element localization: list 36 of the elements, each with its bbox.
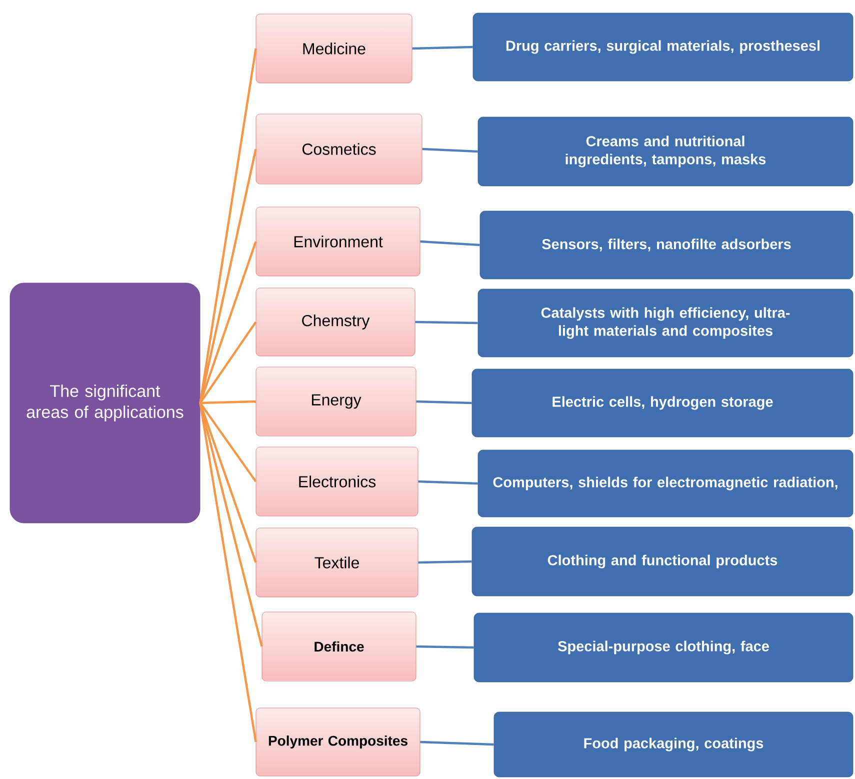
connector-line xyxy=(200,400,256,404)
connector-line xyxy=(420,240,480,246)
category-box: Energy xyxy=(256,366,416,436)
connector-line xyxy=(416,400,472,404)
connector-line xyxy=(422,148,478,153)
application-box: Catalysts with high efficiency, ultra-light materials and composites xyxy=(478,288,854,358)
connector-line xyxy=(199,321,257,404)
application-box: Sensors, filters, nanofilte adsorbers xyxy=(480,210,854,280)
connector-line xyxy=(416,645,474,649)
application-box: Drug carriers, surgical materials, prosthesesl xyxy=(472,12,854,82)
application-box: Electric cells, hydrogen storage xyxy=(472,368,854,438)
connector-line xyxy=(412,46,473,50)
connector-line xyxy=(199,402,257,482)
application-box: Special-purpose clothing, face xyxy=(474,612,854,682)
category-box: Chemstry xyxy=(256,288,416,356)
application-box: Computers, shields for electromagnetic radiation, xyxy=(478,450,854,518)
category-box: Polymer Composites xyxy=(256,708,420,776)
connector-line xyxy=(418,480,478,485)
connector-line xyxy=(420,740,494,746)
connector-line xyxy=(199,402,257,563)
connector-line xyxy=(199,402,263,647)
category-box: Textile xyxy=(256,528,418,598)
application-box: Food packaging, coatings xyxy=(494,712,854,778)
application-box: Clothing and functional products xyxy=(472,526,854,596)
category-box: Cosmetics xyxy=(256,114,422,184)
connector-line xyxy=(199,402,257,742)
category-box: Electronics xyxy=(256,446,418,516)
category-box: Defince xyxy=(262,612,416,682)
application-box: Creams and nutritional ingredients, tampons, masks xyxy=(478,116,854,186)
topic-box: The significant areas of applications xyxy=(10,282,200,524)
connector-line xyxy=(199,148,257,404)
category-box: Environment xyxy=(256,206,420,276)
connector-line xyxy=(418,560,472,564)
connector-line xyxy=(415,320,478,324)
category-box: Medicine xyxy=(256,14,412,84)
connector-line xyxy=(199,241,257,404)
